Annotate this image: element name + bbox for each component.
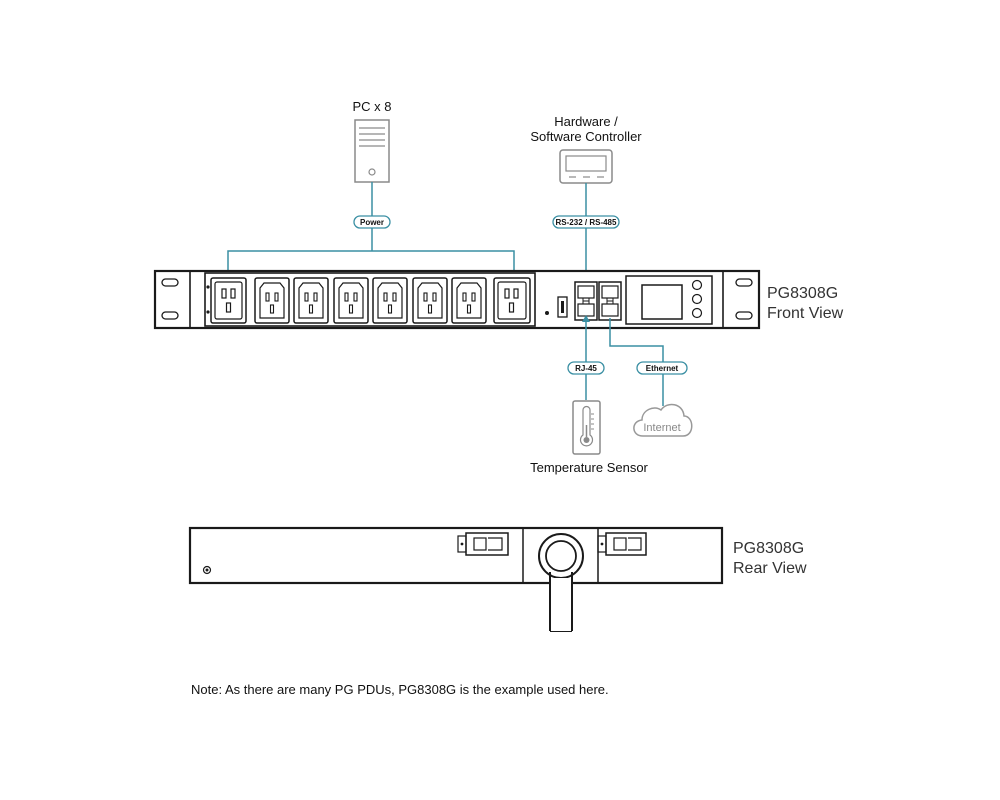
rack-slot-icon xyxy=(161,278,179,287)
c19-outlet-icon xyxy=(210,277,247,324)
footnote: Note: As there are many PG PDUs, PG8308G… xyxy=(191,682,609,697)
rack-slot-icon xyxy=(735,311,753,320)
rack-slot-icon xyxy=(735,278,753,287)
rs-pill: RS-232 / RS-485 xyxy=(552,215,620,229)
ground-screw-icon xyxy=(202,565,212,575)
pdu-rear-panel xyxy=(188,526,724,632)
pdu-control-area xyxy=(545,275,713,325)
ethernet-connection-line xyxy=(609,318,664,406)
power-pill: Power xyxy=(353,215,391,229)
button-icon xyxy=(691,279,703,291)
cloud-icon: Internet xyxy=(633,403,693,437)
rear-model-label: PG8308G xyxy=(733,540,804,557)
ethernet-pill: Ethernet xyxy=(636,361,688,375)
pc-label: PC x 8 xyxy=(352,99,391,114)
c13-outlet-icon xyxy=(412,277,448,324)
breaker-icon xyxy=(597,532,647,556)
rack-slot-icon xyxy=(161,311,179,320)
pc-tower-icon xyxy=(354,119,390,183)
display-module-icon xyxy=(625,275,713,325)
c13-outlet-icon xyxy=(451,277,487,324)
thermometer-icon xyxy=(572,400,601,455)
temp-sensor-label: Temperature Sensor xyxy=(530,460,648,475)
usb-port-icon xyxy=(557,296,568,318)
c13-outlet-icon xyxy=(293,277,329,324)
front-model-label: PG8308G xyxy=(767,285,838,302)
button-icon xyxy=(691,293,703,305)
power-cord-inlet-icon xyxy=(538,533,584,632)
svg-text:RS-232 / RS-485: RS-232 / RS-485 xyxy=(556,218,617,227)
rs-connection-line xyxy=(582,183,590,283)
rj45-pill: RJ-45 xyxy=(567,361,605,375)
button-icon xyxy=(691,307,703,319)
controller-label-line2: Software Controller xyxy=(530,129,642,144)
rear-view-label: Rear View xyxy=(733,560,807,577)
c13-outlet-icon xyxy=(372,277,408,324)
c13-outlet-icon xyxy=(333,277,369,324)
internet-label: Internet xyxy=(643,422,680,434)
front-view-label: Front View xyxy=(767,305,844,322)
c19-outlet-icon xyxy=(493,277,531,324)
rj45-connection-line xyxy=(582,315,590,400)
svg-text:Power: Power xyxy=(360,218,384,227)
controller-icon xyxy=(559,149,613,184)
breaker-icon xyxy=(457,532,509,556)
svg-text:Ethernet: Ethernet xyxy=(646,364,679,373)
lcd-screen-icon xyxy=(641,284,683,320)
svg-text:RJ-45: RJ-45 xyxy=(575,364,597,373)
controller-label-line1: Hardware / xyxy=(554,114,618,129)
c13-outlet-icon xyxy=(254,277,290,324)
